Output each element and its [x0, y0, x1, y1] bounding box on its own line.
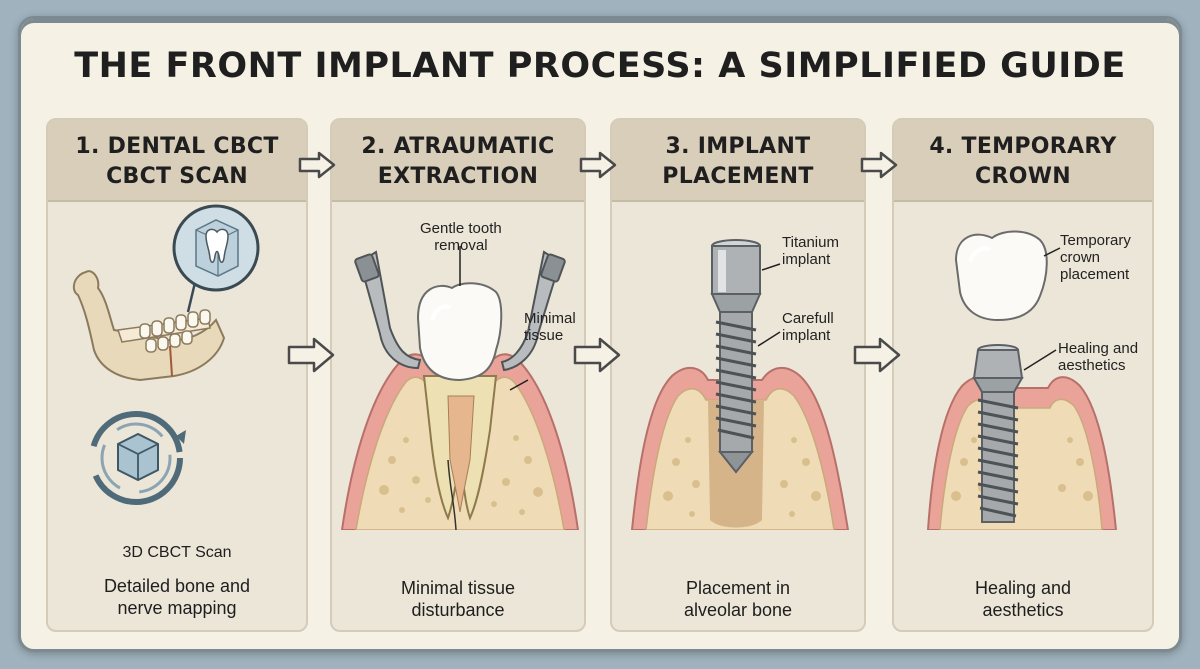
temporary-crown-illustration — [926, 230, 1118, 530]
step-2-caption-line1: Minimal tissue — [400, 578, 516, 598]
step-1-header: 1. DENTAL CBCT CBCT SCAN — [48, 120, 306, 202]
step-3-caption-line2: alveolar bone — [683, 600, 793, 620]
step-2-caption-line2: disturbance — [411, 600, 505, 620]
3d-scan-cube-icon — [89, 411, 186, 505]
header-arrow-1-icon — [298, 151, 336, 179]
step-1-heading-line1: 1. DENTAL CBCT — [75, 134, 279, 159]
step-3-header: 3. IMPLANT PLACEMENT — [612, 120, 864, 202]
step-3-heading-line1: 3. IMPLANT — [665, 134, 811, 159]
scan-label: 3D CBCT Scan — [122, 544, 232, 561]
step-4-heading-line1: 4. TEMPORARY — [929, 134, 1117, 159]
step-1-panel: 1. DENTAL CBCT CBCT SCAN — [46, 118, 308, 632]
step-2-heading-line2: EXTRACTION — [377, 164, 539, 189]
extracted-tooth-icon — [416, 282, 503, 530]
dental-forceps-icon — [354, 250, 566, 372]
page-title: THE FRONT IMPLANT PROCESS: A SIMPLIFIED … — [74, 46, 1126, 86]
implant-abutment-icon — [972, 344, 1024, 523]
step-4-heading-line2: CROWN — [975, 164, 1071, 189]
step-4-caption-line2: aesthetics — [982, 600, 1064, 620]
step-2-header: 2. ATRAUMATIC EXTRACTION — [332, 120, 584, 202]
step-1-heading-line2: CBCT SCAN — [106, 164, 248, 189]
temporary-crown-icon — [954, 230, 1048, 322]
step-3-caption-line1: Placement in — [685, 578, 791, 598]
step-2-heading-line1: 2. ATRAUMATIC — [361, 134, 555, 159]
process-arrow-2-icon — [573, 337, 621, 373]
tooth-scan-icon — [172, 204, 260, 292]
step-3-heading-line2: PLACEMENT — [662, 164, 814, 189]
header-arrow-3-icon — [860, 151, 898, 179]
step-2-panel: 2. ATRAUMATIC EXTRACTION — [330, 118, 586, 632]
jaw-bone-icon — [72, 270, 226, 382]
step-4-caption-line1: Healing and — [974, 578, 1072, 598]
step-1-caption-line1: Detailed bone and — [103, 576, 251, 596]
cbct-illustration — [72, 204, 260, 505]
step-1-caption-line2: nerve mapping — [117, 598, 237, 618]
extraction-illustration — [340, 246, 580, 530]
process-arrow-3-icon — [853, 337, 901, 373]
implant-placement-illustration — [630, 239, 850, 530]
step-4-header: 4. TEMPORARY CROWN — [894, 120, 1152, 202]
step-3-panel: 3. IMPLANT PLACEMENT — [610, 118, 866, 632]
gum-and-bone-icon — [926, 376, 1118, 530]
process-arrow-1-icon — [287, 337, 335, 373]
step-4-panel: 4. TEMPORARY CROWN — [892, 118, 1154, 632]
titanium-implant-icon — [710, 239, 762, 474]
header-arrow-2-icon — [579, 151, 617, 179]
